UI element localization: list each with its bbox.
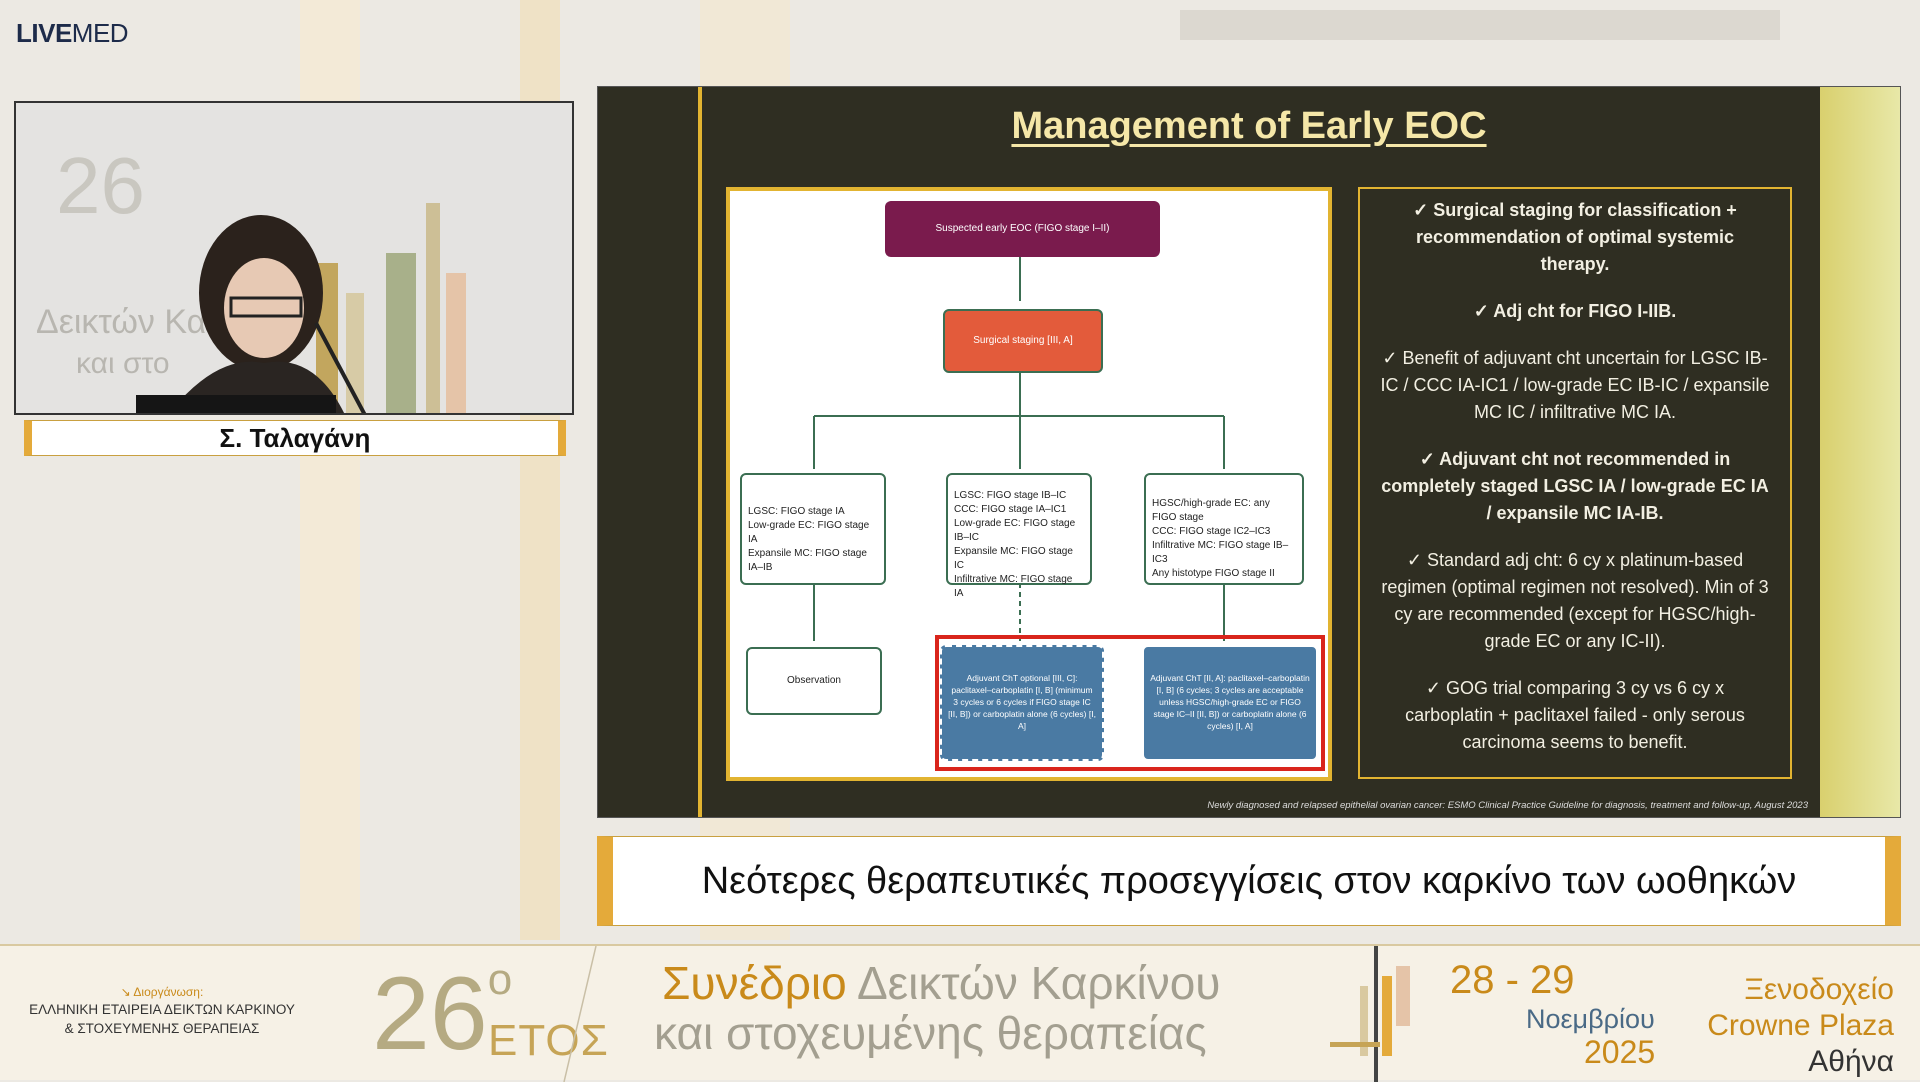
svg-text:και στο: και στο (76, 347, 170, 380)
flow-item: LGSC: FIGO stage IB–IC (954, 490, 1067, 501)
conference-month: Νοεμβρίου (1526, 1004, 1655, 1034)
edition-number: 26ο (372, 955, 513, 1072)
slide-bullets: ✓ Surgical staging for classification + … (1358, 187, 1792, 779)
flow-node-adjuvant-optional: Adjuvant ChT optional [III, C]: paclitax… (940, 645, 1104, 761)
venue-line-2: Crowne Plaza (1707, 1009, 1894, 1042)
venue-city: Αθήνα (1808, 1045, 1894, 1078)
slide-accent-strip (1820, 87, 1900, 817)
slide-citation: Newly diagnosed and relapsed epithelial … (1207, 800, 1808, 811)
flow-item: Infiltrative MC: FIGO stage IA (954, 574, 1073, 599)
bullet-item: ✓ Benefit of adjuvant cht uncertain for … (1380, 348, 1770, 422)
flow-node-group-3: HGSC/high-grade EC: any FIGO stage CCC: … (1144, 473, 1304, 585)
slide-title: Management of Early EOC (1011, 105, 1487, 147)
flowchart: Suspected early EOC (FIGO stage I–II) Su… (726, 187, 1332, 781)
flow-item: Expansile MC: FIGO stage IA–IB (748, 548, 867, 573)
flow-item: Expansile MC: FIGO stage IC (954, 546, 1073, 571)
svg-text:26: 26 (56, 141, 145, 230)
venue-line-1: Ξενοδοχείο (1744, 973, 1894, 1006)
presentation-slide: Management of Early EOC Suspected early … (597, 86, 1901, 818)
flow-node-observation: Observation (746, 647, 882, 715)
speaker-name: Σ. Ταλαγάνη (24, 420, 566, 456)
conference-title-line-1: Συνέδριο Δεικτών Καρκίνου (662, 957, 1221, 1009)
organizer-name: ΕΛΛΗΝΙΚΗ ΕΤΑΙΡΕΙΑ ΔΕΙΚΤΩΝ ΚΑΡΚΙΝΟΥ & ΣΤΟ… (29, 1001, 295, 1036)
organizer: ↘ Διοργάνωση: ΕΛΛΗΝΙΚΗ ΕΤΑΙΡΕΙΑ ΔΕΙΚΤΩΝ … (28, 984, 296, 1039)
livemed-logo: LIVEMED (16, 18, 129, 48)
slide-divider (698, 87, 702, 817)
background-stripe (1180, 10, 1780, 40)
banner-bars-graphic (1330, 946, 1410, 1082)
speaker-video-frame: 26 Δεικτών Κα και στο (16, 103, 572, 413)
conference-venue: Ξενοδοχείο Crowne Plaza Αθήνα (1707, 972, 1894, 1080)
bullet-item: ✓ Standard adj cht: 6 cy x platinum-base… (1381, 550, 1769, 651)
flow-item: Any histotype FIGO stage II (1152, 568, 1275, 579)
bullet-item: ✓ Surgical staging for classification + … (1413, 200, 1737, 274)
edition-word: ΕΤΟΣ (488, 1016, 609, 1065)
flow-item: Low-grade EC: FIGO stage IA (748, 520, 870, 545)
flow-item: HGSC/high-grade EC: any FIGO stage (1152, 498, 1270, 523)
flowchart-connectors (813, 251, 1325, 771)
flow-node-group-2: LGSC: FIGO stage IB–IC CCC: FIGO stage I… (946, 473, 1092, 599)
bullet-item: ✓ Adjuvant cht not recommended in comple… (1381, 449, 1769, 523)
conference-banner: ↘ Διοργάνωση: ΕΛΛΗΝΙΚΗ ΕΤΑΙΡΕΙΑ ΔΕΙΚΤΩΝ … (0, 944, 1920, 1082)
banner-slash (563, 946, 597, 1082)
flow-item: Infiltrative MC: FIGO stage IB–IC3 (1152, 540, 1289, 565)
flow-item: Low-grade EC: FIGO stage IB–IC (954, 518, 1076, 543)
talk-title: Νεότερες θεραπευτικές προσεγγίσεις στον … (597, 836, 1901, 926)
flow-node-group-1: LGSC: FIGO stage IA Low-grade EC: FIGO s… (740, 473, 886, 585)
flow-node-start: Suspected early EOC (FIGO stage I–II) (885, 201, 1160, 257)
bullet-item: ✓ GOG trial comparing 3 cy vs 6 cy x car… (1405, 678, 1745, 752)
svg-text:Δεικτών Κα: Δεικτών Κα (36, 303, 206, 341)
flow-item: CCC: FIGO stage IA–IC1 (954, 504, 1067, 515)
flow-node-adjuvant: Adjuvant ChT [II, A]: paclitaxel–carbopl… (1142, 645, 1318, 761)
flow-item: LGSC: FIGO stage IA (748, 506, 845, 517)
flow-node-staging: Surgical staging [III, A] (943, 309, 1103, 373)
bullet-item: ✓ Adj cht for FIGO I-IIB. (1473, 301, 1677, 321)
organizer-label: ↘ Διοργάνωση: (120, 985, 204, 999)
conference-year: 2025 (1584, 1034, 1656, 1070)
conference-title-line-2: και στοχευμένης θεραπείας (654, 1007, 1207, 1059)
speaker-video: 26 Δεικτών Κα και στο (14, 101, 574, 415)
flow-item: CCC: FIGO stage IC2–IC3 (1152, 526, 1271, 537)
conference-dates: 28 - 29 (1450, 958, 1575, 1002)
